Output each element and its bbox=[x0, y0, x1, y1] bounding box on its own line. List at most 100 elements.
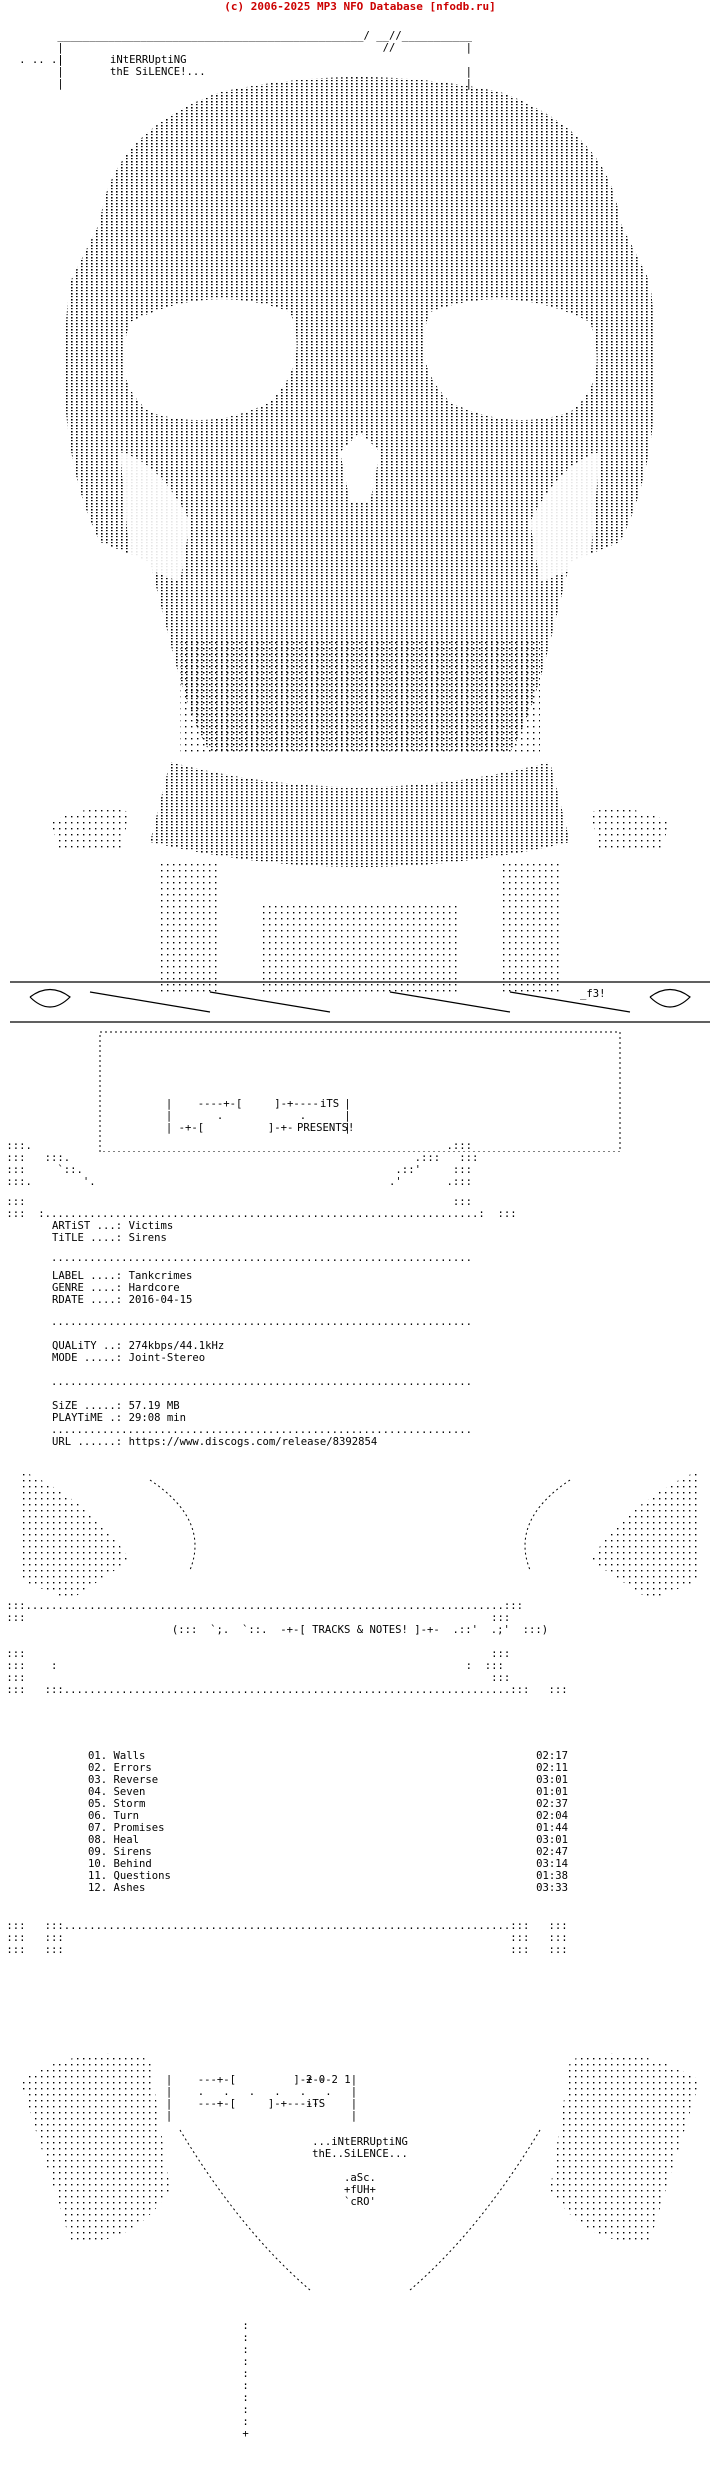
track-time: 03:01 bbox=[536, 1834, 568, 1846]
info-title: TiTLE ....: Sirens bbox=[52, 1232, 167, 1244]
track-time: 03:14 bbox=[536, 1858, 568, 1870]
footer-year: 2 0 2 1 bbox=[306, 2074, 351, 2086]
footer-credit-1: .aSc. bbox=[344, 2172, 376, 2184]
track-number: 05. bbox=[88, 1798, 108, 1810]
track-row: 02. Errors 02:11 bbox=[88, 1762, 568, 1774]
track-name: Errors bbox=[113, 1762, 152, 1774]
tracks-frame-mid: ::: ::: ::: : : ::: ::: bbox=[6, 1648, 568, 1696]
track-name: Walls bbox=[113, 1750, 146, 1762]
track-time: 02:04 bbox=[536, 1810, 568, 1822]
track-number: 06. bbox=[88, 1810, 108, 1822]
track-number: 02. bbox=[88, 1762, 108, 1774]
presents-its: iTS bbox=[320, 1098, 340, 1110]
footer-tail: : : : : : bbox=[242, 2320, 249, 2440]
footer-its: iTS bbox=[306, 2098, 326, 2110]
track-time: 02:47 bbox=[536, 1846, 568, 1858]
info-sep-2: ........................................… bbox=[0, 1316, 472, 1328]
info-genre: GENRE ....: Hardcore bbox=[52, 1282, 180, 1294]
genre-value: Hardcore bbox=[128, 1282, 180, 1294]
side-decor-1: :::. .::: ::: :::. .::: ::: ::: `::. bbox=[6, 1140, 479, 1188]
artist-value: Victims bbox=[128, 1220, 174, 1232]
track-time: 03:33 bbox=[536, 1882, 568, 1894]
tracks-frame-top: :::.....................................… bbox=[6, 1600, 523, 1624]
info-label: LABEL ....: Tankcrimes bbox=[52, 1270, 192, 1282]
top-logo-frame: ________________________________________… bbox=[19, 30, 472, 66]
track-time: 02:11 bbox=[536, 1762, 568, 1774]
info-sep-1: ........................................… bbox=[0, 1252, 472, 1264]
track-row: 10. Behind 03:14 bbox=[88, 1858, 568, 1870]
tracks-title: TRACKS & NOTES! bbox=[312, 1624, 408, 1636]
track-time: 01:44 bbox=[536, 1822, 568, 1834]
quality-label: QUALiTY ..: bbox=[52, 1340, 123, 1352]
label-label: LABEL ....: bbox=[52, 1270, 123, 1282]
rdate-label: RDATE ....: bbox=[52, 1294, 123, 1306]
track-number: 11. bbox=[88, 1870, 108, 1882]
info-sep-3: ........................................… bbox=[0, 1376, 472, 1388]
track-time: 02:37 bbox=[536, 1798, 568, 1810]
track-row: 01. Walls 02:17 bbox=[88, 1750, 568, 1762]
genre-label: GENRE ....: bbox=[52, 1282, 123, 1294]
rdate-value: 2016-04-15 bbox=[128, 1294, 193, 1306]
track-row: 04. Seven 01:01 bbox=[88, 1786, 568, 1798]
track-name: Seven bbox=[113, 1786, 146, 1798]
track-time: 01:38 bbox=[536, 1870, 568, 1882]
url-label: URL ......: bbox=[52, 1436, 123, 1448]
url-value[interactable]: https://www.discogs.com/release/8392854 bbox=[128, 1436, 378, 1448]
mode-label: MODE .....: bbox=[52, 1352, 123, 1364]
info-playtime: PLAYTiME .: 29:08 min bbox=[52, 1412, 186, 1424]
track-name: Sirens bbox=[113, 1846, 152, 1858]
playtime-label: PLAYTiME .: bbox=[52, 1412, 123, 1424]
info-url: URL ......: https://www.discogs.com/rele… bbox=[52, 1436, 377, 1448]
track-time: 01:01 bbox=[536, 1786, 568, 1798]
track-number: 03. bbox=[88, 1774, 108, 1786]
footer-credit-2: +fUH+ bbox=[344, 2184, 376, 2196]
track-name: Behind bbox=[113, 1858, 152, 1870]
track-row: 09. Sirens 02:47 bbox=[88, 1846, 568, 1858]
artist-label: ARTiST ...: bbox=[52, 1220, 123, 1232]
presents-frame: | ----+-[ ]-+---- | | . . | | -+-[ ]-+- … bbox=[165, 1098, 351, 1134]
footer-credit-3: `cRO' bbox=[344, 2196, 376, 2208]
track-number: 07. bbox=[88, 1822, 108, 1834]
track-row: 07. Promises 01:44 bbox=[88, 1822, 568, 1834]
info-sep-4: ........................................… bbox=[0, 1424, 472, 1436]
top-logo-frame-2: | | | | | bbox=[57, 54, 472, 90]
title-label: TiTLE ....: bbox=[52, 1232, 123, 1244]
info-artist: ARTiST ...: Victims bbox=[52, 1220, 173, 1232]
footer-name-line2: thE..SiLENCE... bbox=[312, 2148, 408, 2160]
playtime-value: 29:08 min bbox=[128, 1412, 186, 1424]
info-rdate: RDATE ....: 2016-04-15 bbox=[52, 1294, 192, 1306]
track-number: 10. bbox=[88, 1858, 108, 1870]
footer-ornament-art bbox=[20, 2053, 700, 2291]
track-name: Promises bbox=[113, 1822, 165, 1834]
track-number: 09. bbox=[88, 1846, 108, 1858]
track-name: Questions bbox=[113, 1870, 171, 1882]
track-name: Heal bbox=[113, 1834, 140, 1846]
skull-art bbox=[10, 77, 710, 1152]
track-number: 04. bbox=[88, 1786, 108, 1798]
info-size: SiZE .....: 57.19 MB bbox=[52, 1400, 180, 1412]
group-name-line2: thE SiLENCE!... bbox=[110, 66, 206, 78]
info-frame: ::: ::: ::: :...........................… bbox=[6, 1196, 517, 1220]
mode-value: Joint-Stereo bbox=[128, 1352, 206, 1364]
track-time: 02:17 bbox=[536, 1750, 568, 1762]
mid-wings-art bbox=[20, 1470, 700, 1600]
group-tag: _f3! bbox=[580, 988, 606, 1000]
label-value: Tankcrimes bbox=[128, 1270, 193, 1282]
track-row: 03. Reverse 03:01 bbox=[88, 1774, 568, 1786]
track-list: 01. Walls 02:17 02. Errors 02:11 03. Rever… bbox=[88, 1750, 568, 1894]
quality-value: 274kbps/44.1kHz bbox=[128, 1340, 225, 1352]
group-name-line1: iNtERRUptiNG bbox=[110, 54, 187, 66]
footer-name-line1: ...iNtERRUptiNG bbox=[312, 2136, 408, 2148]
track-name: Reverse bbox=[113, 1774, 159, 1786]
tracks-header: (::: `;. `::. -+-[ TRACKS & NOTES! ]-+- … bbox=[171, 1624, 549, 1636]
presents-label: PRESENTS! bbox=[297, 1122, 355, 1134]
tracks-frame-bottom: ::: :::.................................… bbox=[6, 1920, 568, 1956]
track-time: 03:01 bbox=[536, 1774, 568, 1786]
track-number: 01. bbox=[88, 1750, 108, 1762]
info-quality: QUALiTY ..: 274kbps/44.1kHz bbox=[52, 1340, 224, 1352]
size-label: SiZE .....: bbox=[52, 1400, 123, 1412]
